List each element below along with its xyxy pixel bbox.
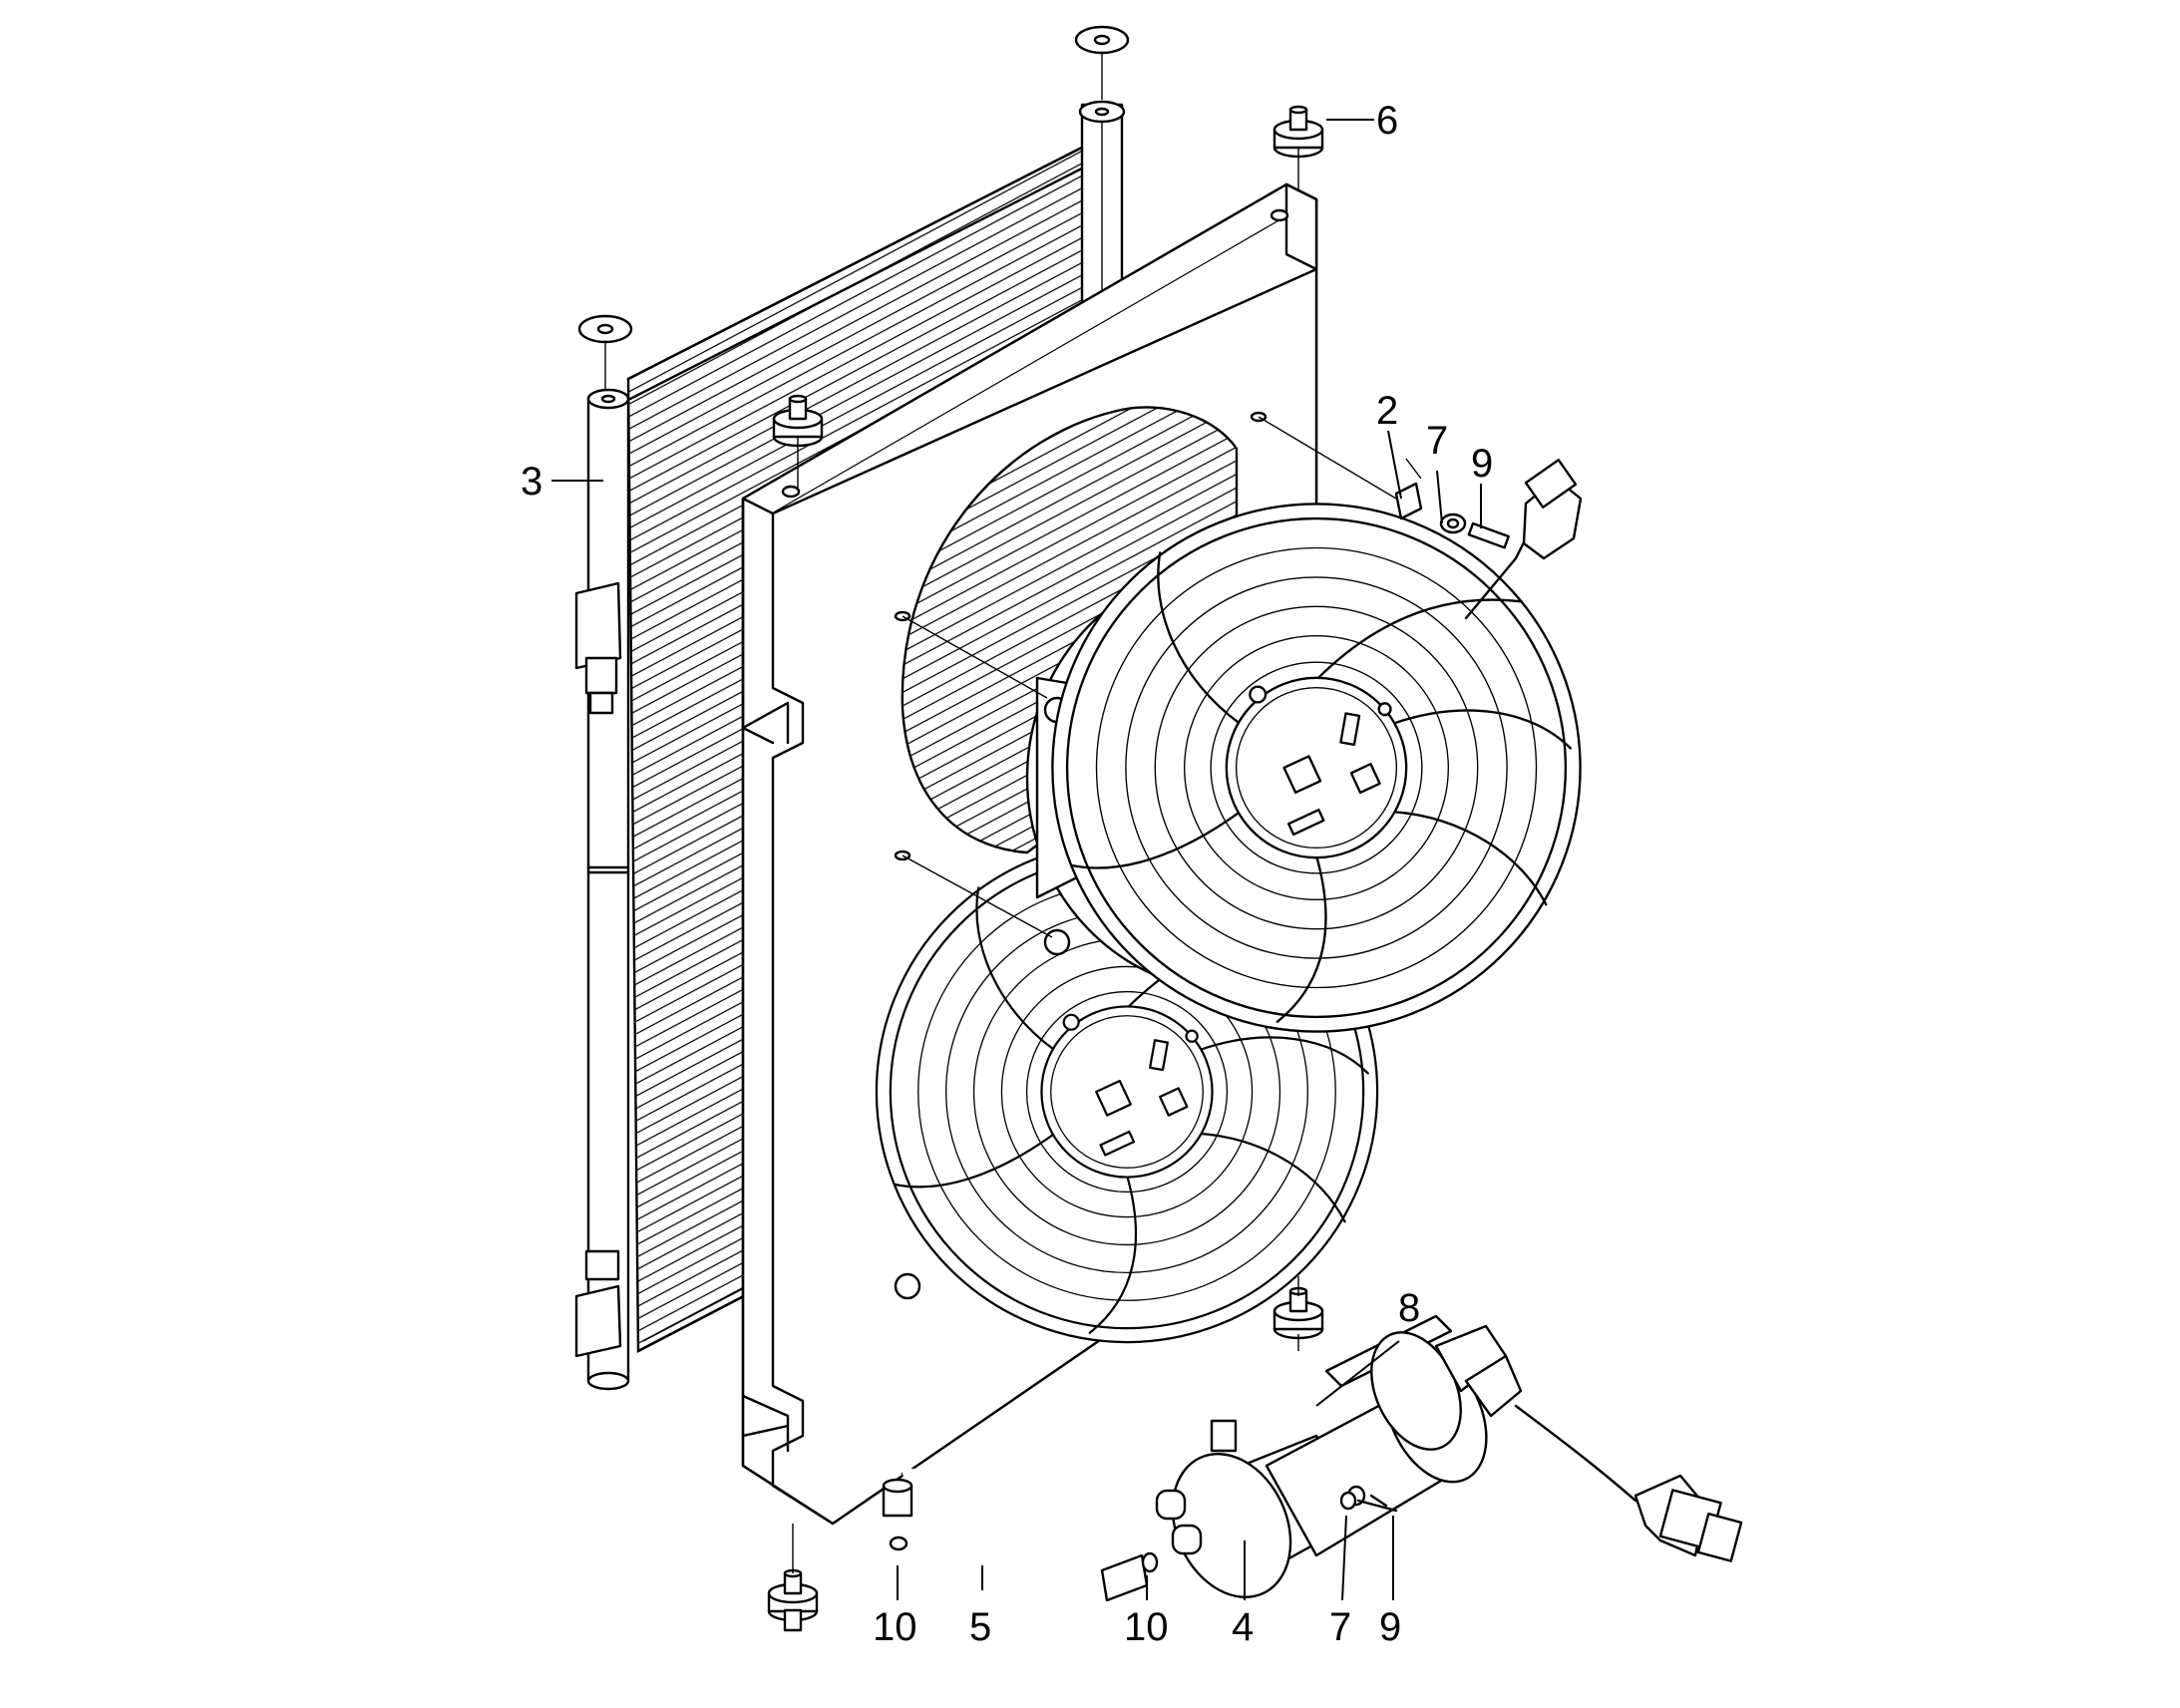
callout-9-upper: 9 [1471, 442, 1493, 486]
mounting-bolts [894, 411, 1397, 938]
callout-9-lower: 9 [1379, 1605, 1401, 1649]
callout-10-right: 10 [1124, 1605, 1169, 1649]
clip-and-screw-lower [1339, 1491, 1398, 1513]
callout-5: 5 [969, 1605, 991, 1649]
callout-3: 3 [521, 460, 543, 504]
receiver-drier-tube [574, 389, 630, 1391]
washer-top-right [1074, 25, 1130, 55]
leader-lines [551, 119, 1482, 1601]
callout-7-upper: 7 [1426, 419, 1448, 463]
washer-top-left [577, 314, 633, 344]
callout-10-left: 10 [873, 1605, 917, 1649]
refrigerant-line [882, 1468, 1159, 1627]
pressure-switch-harness [1370, 1324, 1743, 1562]
callout-4: 4 [1232, 1605, 1254, 1649]
callout-6: 6 [1376, 99, 1398, 143]
callout-2: 2 [1376, 389, 1398, 433]
callout-8: 8 [1398, 1286, 1420, 1330]
callout-7-lower: 7 [1329, 1605, 1351, 1649]
fan-connector-harness [1394, 458, 1583, 620]
callouts: 2 7 9 3 6 8 10 5 10 4 7 9 [521, 99, 1493, 1649]
fan-assembly-upper [1025, 503, 1582, 1033]
